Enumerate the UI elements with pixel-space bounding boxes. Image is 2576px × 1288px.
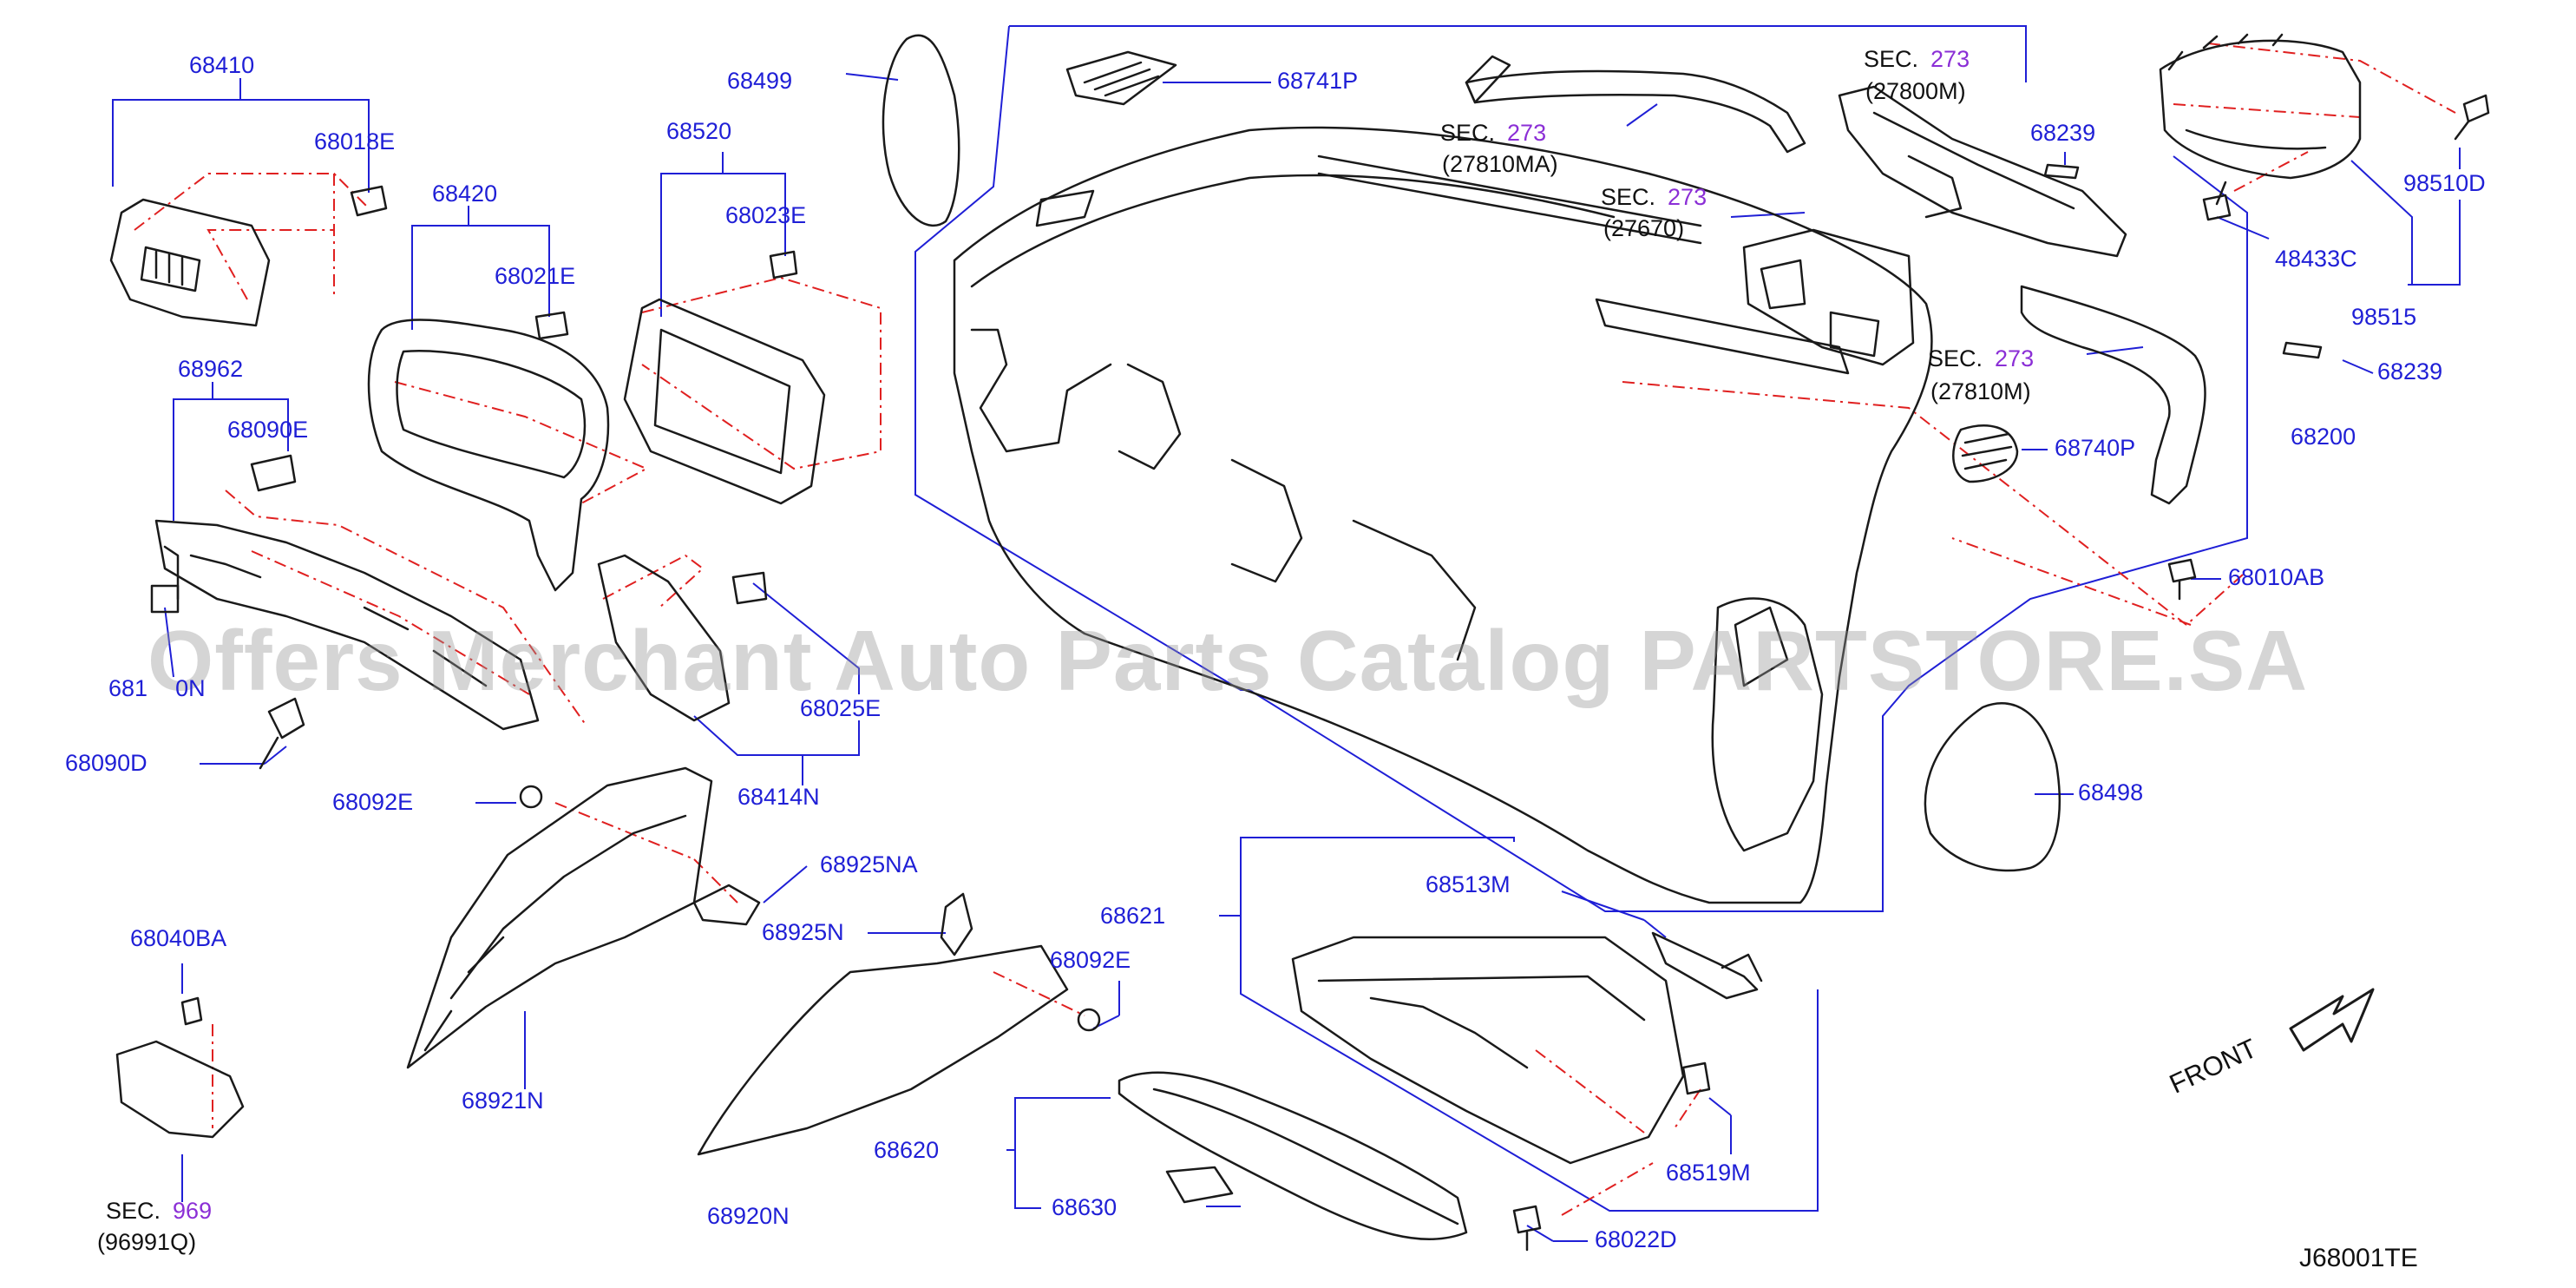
part-label-68925NA[interactable]: 68925NA [820,851,918,877]
part-label-68519M[interactable]: 68519M [1666,1160,1751,1186]
part-label-98510D[interactable]: 98510D [2403,170,2486,196]
section-ref-27810M[interactable]: SEC.273 [1928,345,2035,371]
part-label-68022D[interactable]: 68022D [1595,1226,1677,1252]
part-label-68630[interactable]: 68630 [1052,1194,1118,1220]
part-label-68740P[interactable]: 68740P [2055,435,2136,461]
part-label-68921N[interactable]: 68921N [462,1088,544,1114]
part-label-68010AB[interactable]: 68010AB [2228,564,2325,590]
part-label-68239-a[interactable]: 68239 [2030,120,2096,146]
part-label-68025E[interactable]: 68025E [800,695,882,721]
part-label-68018E[interactable]: 68018E [314,128,396,154]
part-label-68925N[interactable]: 68925N [762,919,844,945]
part-label-68620[interactable]: 68620 [874,1137,940,1163]
part-label-68410[interactable]: 68410 [189,52,255,78]
part-label-48433C[interactable]: 48433C [2275,246,2357,272]
section-sub-27810M: (27810M) [1930,378,2031,404]
part-label-68200[interactable]: 68200 [2291,424,2356,450]
watermark-text: Offers Merchant Auto Parts Catalog PARTS… [147,613,2309,708]
part-label-68498[interactable]: 68498 [2078,779,2144,805]
part-label-68420[interactable]: 68420 [432,181,498,207]
section-ref-96991Q[interactable]: SEC.969 [106,1198,213,1224]
part-label-68520[interactable]: 68520 [666,118,732,144]
section-sub-27810MA: (27810MA) [1442,151,1558,177]
part-label-68092E-b[interactable]: 68092E [1050,947,1131,973]
part-drawings [109,33,2490,1252]
part-label-68239-b[interactable]: 68239 [2377,358,2443,384]
part-label-68090E[interactable]: 68090E [227,417,309,443]
section-sub-27800M: (27800M) [1865,78,1966,104]
part-label-68092E-a[interactable]: 68092E [332,789,414,815]
part-label-68090D[interactable]: 68090D [65,750,147,776]
section-ref-27810MA[interactable]: SEC.273 [1440,120,1547,146]
section-ref-27670[interactable]: SEC.273 [1601,184,1708,210]
part-label-68513M[interactable]: 68513M [1426,871,1511,897]
part-label-68414N[interactable]: 68414N [737,784,820,810]
section-sub-27670: (27670) [1603,215,1685,241]
part-label-68499[interactable]: 68499 [727,68,793,94]
part-label-68023E[interactable]: 68023E [725,202,807,228]
part-label-68962[interactable]: 68962 [178,356,244,382]
part-label-68621[interactable]: 68621 [1100,903,1166,929]
part-label-68040BA[interactable]: 68040BA [130,925,227,951]
section-ref-27800M[interactable]: SEC.273 [1864,46,1970,72]
part-label-68741P[interactable]: 68741P [1277,68,1359,94]
part-label-68021E[interactable]: 68021E [495,263,576,289]
part-label-68920N[interactable]: 68920N [707,1203,790,1229]
diagram-code: J68001TE [2299,1244,2418,1272]
dash-lines [134,43,2456,1216]
section-sub-96991Q: (96991Q) [97,1229,197,1255]
part-label-98515[interactable]: 98515 [2351,304,2417,330]
